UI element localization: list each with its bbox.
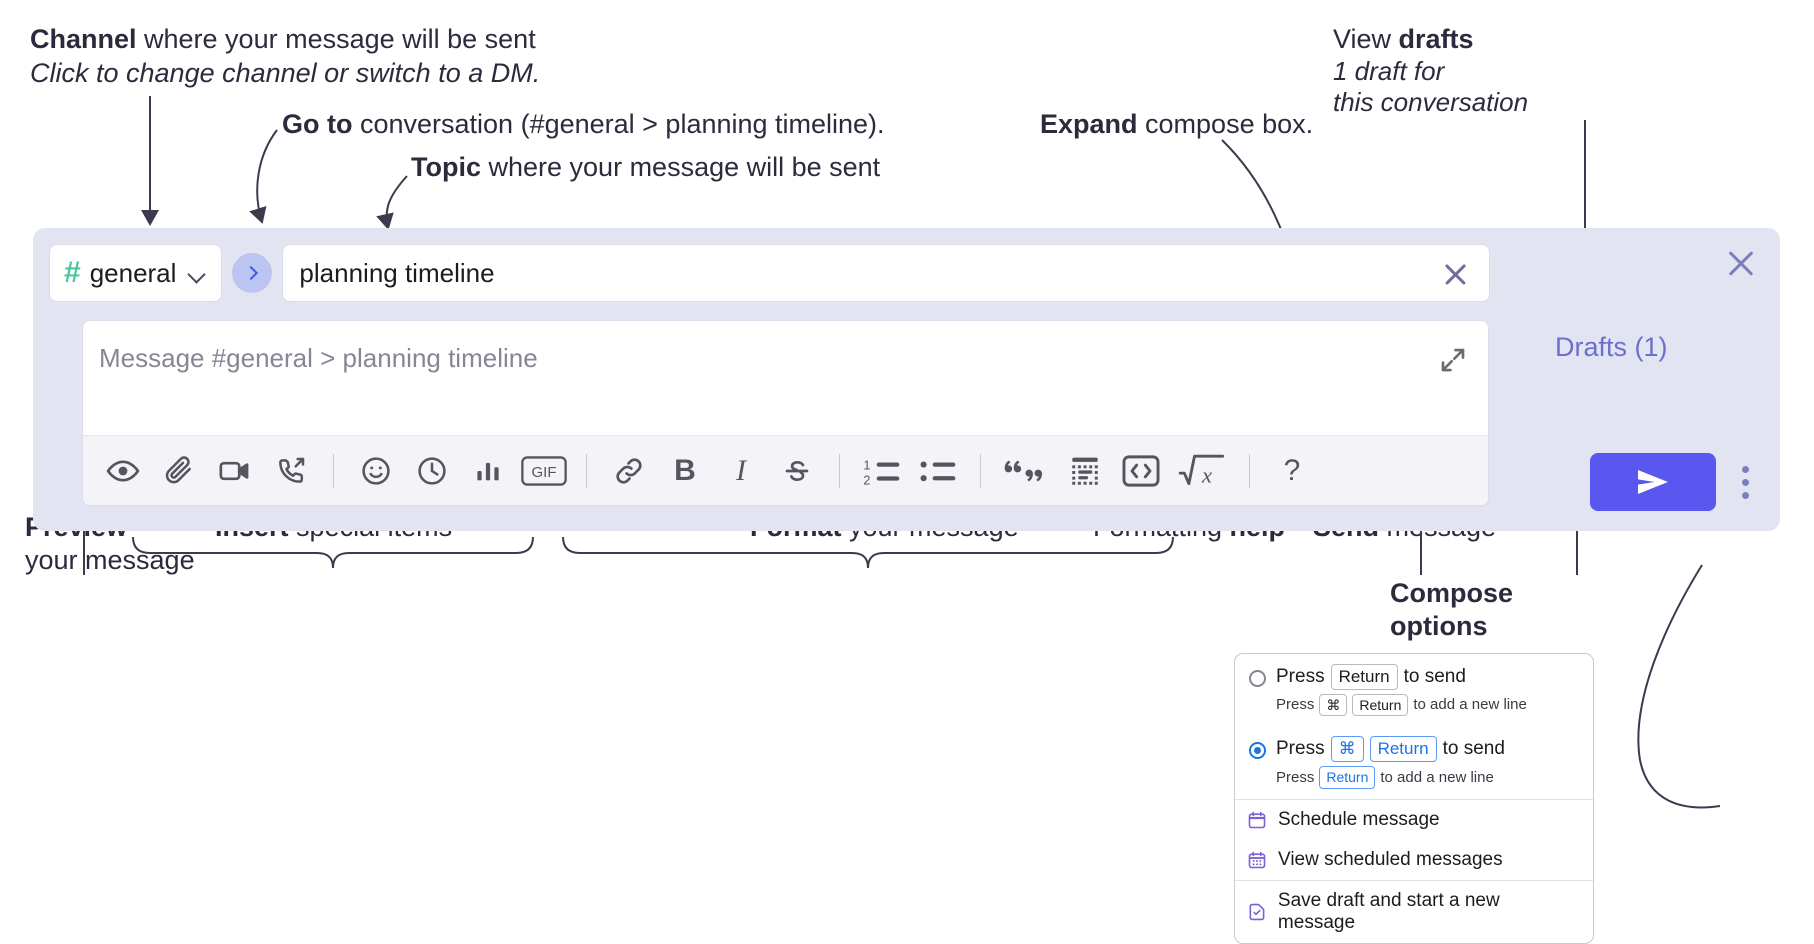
message-input-box[interactable]: Message #general > planning timeline — [82, 320, 1489, 506]
menu-item-label: Save draft and start a new message — [1277, 889, 1500, 933]
channel-selector[interactable]: # general — [49, 244, 223, 302]
expand-compose-icon[interactable] — [1438, 345, 1468, 375]
help-glyph: ? — [1283, 453, 1301, 487]
compose-options-button[interactable] — [1732, 456, 1758, 508]
key-command: ⌘ — [1319, 694, 1348, 717]
toolbar-divider — [980, 453, 981, 488]
annotation-channel: Channel where your message will be sent — [30, 24, 536, 54]
gif-icon[interactable]: GIF — [516, 445, 572, 497]
chevron-down-icon — [189, 268, 205, 278]
menu-divider — [1235, 879, 1593, 881]
annotation-channel-sub: Click to change channel or switch to a D… — [30, 58, 541, 88]
blockquote-icon[interactable] — [995, 445, 1057, 497]
video-icon[interactable] — [207, 445, 263, 497]
emoji-icon[interactable] — [348, 445, 404, 497]
clear-topic-icon[interactable] — [1439, 258, 1471, 290]
radio-cmd-return[interactable] — [1249, 742, 1266, 760]
menu-item-save-draft[interactable]: Save draft and start a new message — [1235, 881, 1593, 943]
ordered-list-icon[interactable]: 1 2 — [854, 445, 910, 497]
bold-glyph: B — [674, 453, 696, 487]
menu-divider — [1235, 798, 1593, 800]
strikethrough-icon[interactable] — [769, 445, 825, 497]
send-option-return-label: Press Return to send — [1276, 664, 1466, 691]
annotation-compose-options-2: options — [1390, 611, 1488, 641]
link-icon[interactable] — [601, 445, 657, 497]
hash-icon: # — [64, 256, 81, 289]
menu-item-schedule-message[interactable]: Schedule message — [1235, 800, 1593, 840]
save-draft-icon — [1249, 903, 1265, 920]
annotation-expand: Expand compose box. — [1040, 109, 1314, 139]
compose-options-menu: Press Return to send Press ⌘ Return to a… — [1234, 653, 1594, 944]
send-button[interactable] — [1590, 453, 1716, 511]
send-option-cmd-return-sub: Press Return to add a new line — [1235, 764, 1593, 798]
close-compose-icon[interactable] — [1724, 246, 1758, 280]
annotation-drafts: View drafts — [1333, 24, 1474, 54]
calendar-dots-icon — [1248, 851, 1266, 868]
drafts-link[interactable]: Drafts (1) — [1555, 332, 1668, 362]
toolbar-divider — [1249, 453, 1250, 488]
annotation-goto: Go to conversation (#general > planning … — [282, 109, 885, 139]
toolbar-divider — [839, 453, 840, 488]
key-return: Return — [1352, 694, 1409, 717]
svg-text:GIF: GIF — [532, 464, 557, 481]
bold-icon[interactable]: B — [657, 445, 713, 497]
svg-text:x: x — [1201, 462, 1212, 487]
clock-icon[interactable] — [404, 445, 460, 497]
toolbar-divider — [333, 453, 334, 488]
key-return: Return — [1319, 766, 1376, 789]
send-option-return[interactable]: Press Return to send — [1235, 654, 1593, 692]
formatting-help-icon[interactable]: ? — [1264, 445, 1320, 497]
code-block-icon[interactable] — [1057, 445, 1113, 497]
chevron-right-icon — [243, 265, 258, 281]
message-placeholder: Message #general > planning timeline — [99, 343, 538, 373]
annotation-drafts-sub1: 1 draft for — [1333, 56, 1445, 86]
menu-item-label: Schedule message — [1278, 808, 1440, 830]
compose-header-row: # general planning timeline — [49, 244, 1491, 302]
menu-item-label: View scheduled messages — [1278, 848, 1503, 870]
formatting-toolbar: GIF B I — [83, 435, 1488, 505]
bullet-list-icon[interactable] — [910, 445, 966, 497]
key-return: Return — [1369, 736, 1437, 763]
svg-text:2: 2 — [863, 473, 870, 487]
preview-icon[interactable] — [95, 445, 151, 497]
paper-plane-icon — [1638, 470, 1668, 494]
key-command: ⌘ — [1330, 736, 1364, 763]
italic-icon[interactable]: I — [713, 445, 769, 497]
send-option-return-sub: Press ⌘ Return to add a new line — [1235, 692, 1593, 726]
kebab-dot — [1741, 478, 1749, 486]
attachment-icon[interactable] — [151, 445, 207, 497]
send-option-cmd-return-label: Press ⌘ Return to send — [1276, 736, 1505, 763]
compose-panel: # general planning timeline Message #gen… — [33, 228, 1780, 531]
go-to-conversation-button[interactable] — [232, 253, 273, 293]
topic-input[interactable]: planning timeline — [282, 244, 1491, 302]
annotation-drafts-sub2: this conversation — [1333, 87, 1529, 117]
toolbar-divider — [586, 453, 587, 488]
annotation-preview-line2: your message — [25, 545, 195, 575]
svg-text:1: 1 — [863, 458, 870, 472]
call-icon[interactable] — [263, 445, 319, 497]
channel-name: general — [89, 257, 177, 288]
kebab-dot — [1741, 491, 1749, 499]
radio-return[interactable] — [1249, 670, 1266, 687]
kebab-dot — [1741, 465, 1749, 473]
topic-value: planning timeline — [299, 257, 495, 288]
inline-code-icon[interactable] — [1113, 445, 1169, 497]
math-icon[interactable]: x — [1169, 445, 1235, 497]
poll-icon[interactable] — [460, 445, 516, 497]
send-option-cmd-return[interactable]: Press ⌘ Return to send — [1235, 726, 1593, 764]
calendar-icon — [1248, 811, 1266, 828]
send-controls — [1590, 453, 1758, 511]
annotation-topic: Topic where your message will be sent — [411, 152, 881, 182]
key-return: Return — [1330, 664, 1398, 691]
annotation-compose-options-1: Compose — [1390, 578, 1514, 608]
italic-glyph: I — [736, 453, 746, 487]
menu-item-view-scheduled[interactable]: View scheduled messages — [1235, 840, 1593, 880]
